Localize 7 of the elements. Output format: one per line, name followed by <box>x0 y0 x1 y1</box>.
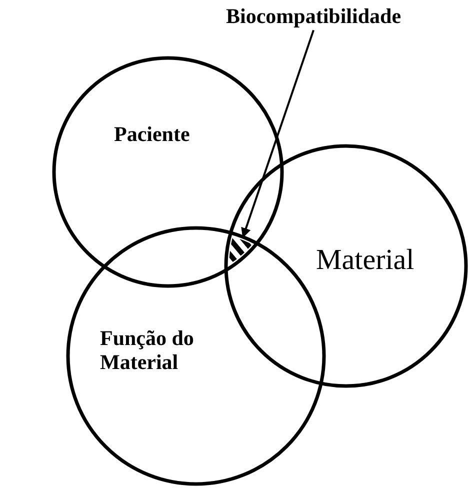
term-label: Biocompatibilidade <box>226 4 402 28</box>
leader-arrow <box>241 30 314 238</box>
venn-circle <box>224 144 468 388</box>
circle-label: Função do Material <box>100 326 195 374</box>
circle-label: Material <box>316 244 416 278</box>
venn-circle <box>52 56 284 288</box>
circle-label: Paciente <box>114 122 191 146</box>
